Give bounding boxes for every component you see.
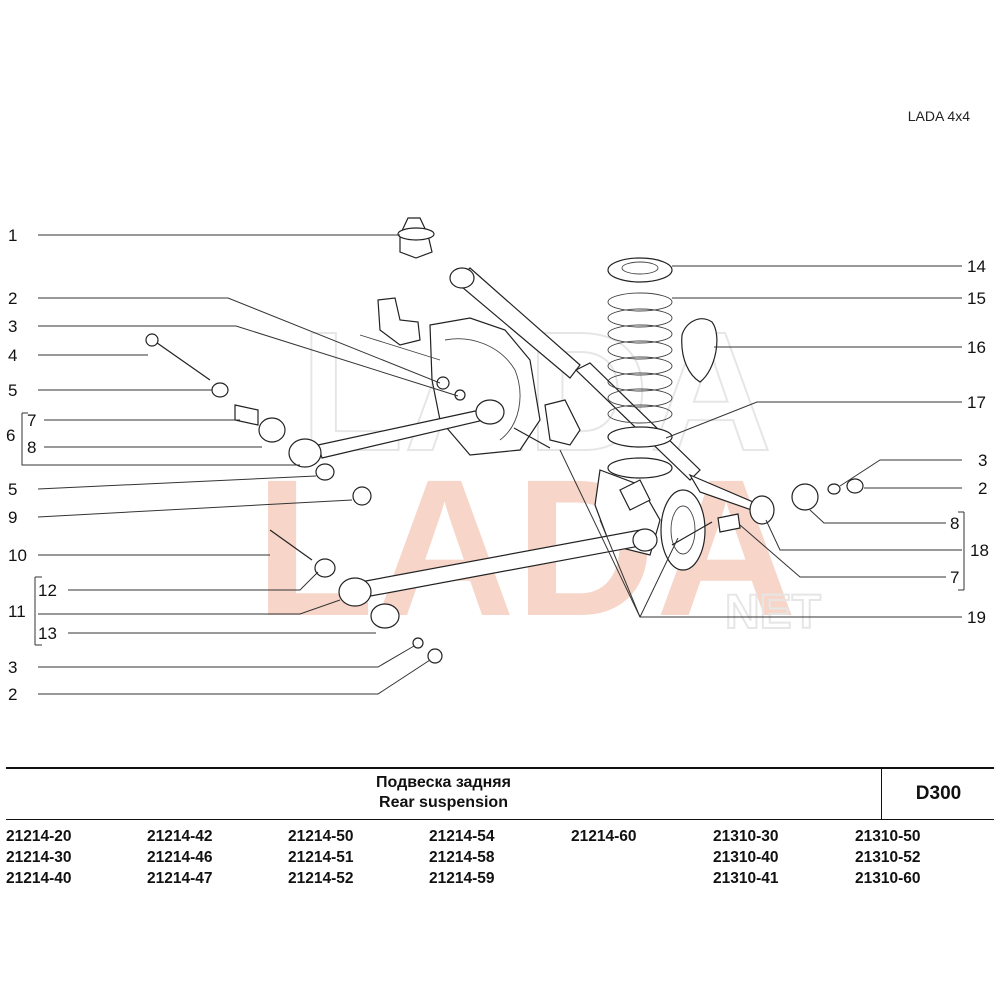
model-column: 21214-54 21214-58 21214-59 bbox=[429, 826, 569, 889]
callout-5: 5 bbox=[8, 381, 17, 400]
callout-11: 11 bbox=[8, 602, 26, 621]
brand-label: LADA 4x4 bbox=[907, 108, 970, 124]
left-upper-rod bbox=[145, 333, 505, 506]
watermark-logo: LADA bbox=[255, 439, 797, 657]
callout-8: 8 bbox=[27, 438, 36, 457]
coil-spring bbox=[607, 257, 673, 479]
model-column: 21310-30 21310-40 21310-41 bbox=[713, 826, 853, 889]
model-code: 21214-52 bbox=[288, 870, 354, 887]
title-block: Подвеска задняя Rear suspension D300 bbox=[6, 767, 994, 820]
rear-suspension-diagram: LADA LADA NET bbox=[6, 217, 989, 704]
callout-7r: 7 bbox=[950, 568, 959, 587]
model-column: 21214-60 bbox=[571, 826, 711, 847]
model-column: 21310-50 21310-52 21310-60 bbox=[855, 826, 995, 889]
bracket-11 bbox=[35, 576, 42, 646]
model-column: 21214-42 21214-46 21214-47 bbox=[147, 826, 287, 889]
model-code: 21214-47 bbox=[147, 870, 213, 887]
model-code: 21214-58 bbox=[429, 849, 495, 866]
callout-6: 6 bbox=[6, 426, 15, 445]
title-cell: Подвеска задняя Rear suspension bbox=[6, 769, 881, 819]
bracket-18 bbox=[958, 511, 964, 591]
callout-3r: 3 bbox=[978, 451, 987, 470]
lower-long-rod bbox=[269, 427, 658, 664]
callout-2: 2 bbox=[8, 289, 17, 308]
applicable-models: 21214-20 21214-30 21214-40 21214-42 2121… bbox=[6, 826, 994, 892]
callout-16: 16 bbox=[967, 338, 986, 357]
model-code: 21310-40 bbox=[713, 849, 779, 866]
left-callouts: 1 2 3 4 5 7 6 8 5 9 10 12 11 13 3 2 bbox=[6, 226, 57, 704]
callout-10: 10 bbox=[8, 546, 27, 565]
model-code: 21214-40 bbox=[6, 870, 72, 887]
right-leader-lines bbox=[559, 265, 965, 618]
callout-19: 19 bbox=[967, 608, 986, 627]
callout-13: 13 bbox=[38, 624, 57, 643]
model-code: 21214-59 bbox=[429, 870, 495, 887]
model-code: 21214-50 bbox=[288, 828, 354, 845]
callout-2b: 2 bbox=[8, 685, 17, 704]
title-en: Rear suspension bbox=[379, 794, 508, 811]
model-code: 21310-41 bbox=[713, 870, 779, 887]
callout-17: 17 bbox=[967, 393, 986, 412]
callout-12: 12 bbox=[38, 581, 57, 600]
model-code: 21310-30 bbox=[713, 828, 779, 845]
model-code: 21214-51 bbox=[288, 849, 354, 866]
model-code: 21214-30 bbox=[6, 849, 72, 866]
callout-1: 1 bbox=[8, 226, 17, 245]
callout-5b: 5 bbox=[8, 480, 17, 499]
callout-15: 15 bbox=[967, 289, 986, 308]
model-code: 21310-52 bbox=[855, 849, 921, 866]
model-column: 21214-50 21214-51 21214-52 bbox=[288, 826, 428, 889]
model-code: 21214-20 bbox=[6, 828, 72, 845]
spring-boot bbox=[681, 318, 718, 383]
right-bushings bbox=[671, 473, 864, 546]
callout-3b: 3 bbox=[8, 658, 17, 677]
bump-stop bbox=[397, 217, 435, 259]
model-code: 21310-50 bbox=[855, 828, 921, 845]
model-code: 21214-60 bbox=[571, 828, 637, 845]
model-column: 21214-20 21214-30 21214-40 bbox=[6, 826, 146, 889]
section-code: D300 bbox=[881, 769, 995, 819]
callout-2r: 2 bbox=[978, 479, 987, 498]
callout-14: 14 bbox=[967, 257, 986, 276]
callout-7: 7 bbox=[27, 411, 36, 430]
watermark-sub: NET bbox=[725, 586, 821, 639]
right-callouts: 14 15 16 17 3 2 8 18 7 19 bbox=[950, 257, 989, 627]
model-code: 21214-46 bbox=[147, 849, 213, 866]
callout-3: 3 bbox=[8, 317, 17, 336]
model-code: 21214-54 bbox=[429, 828, 495, 845]
callout-4: 4 bbox=[8, 346, 17, 365]
callout-18: 18 bbox=[970, 541, 989, 560]
callout-8r: 8 bbox=[950, 514, 959, 533]
callout-9: 9 bbox=[8, 508, 17, 527]
title-ru: Подвеска задняя bbox=[376, 774, 511, 791]
model-code: 21214-42 bbox=[147, 828, 213, 845]
model-code: 21310-60 bbox=[855, 870, 921, 887]
